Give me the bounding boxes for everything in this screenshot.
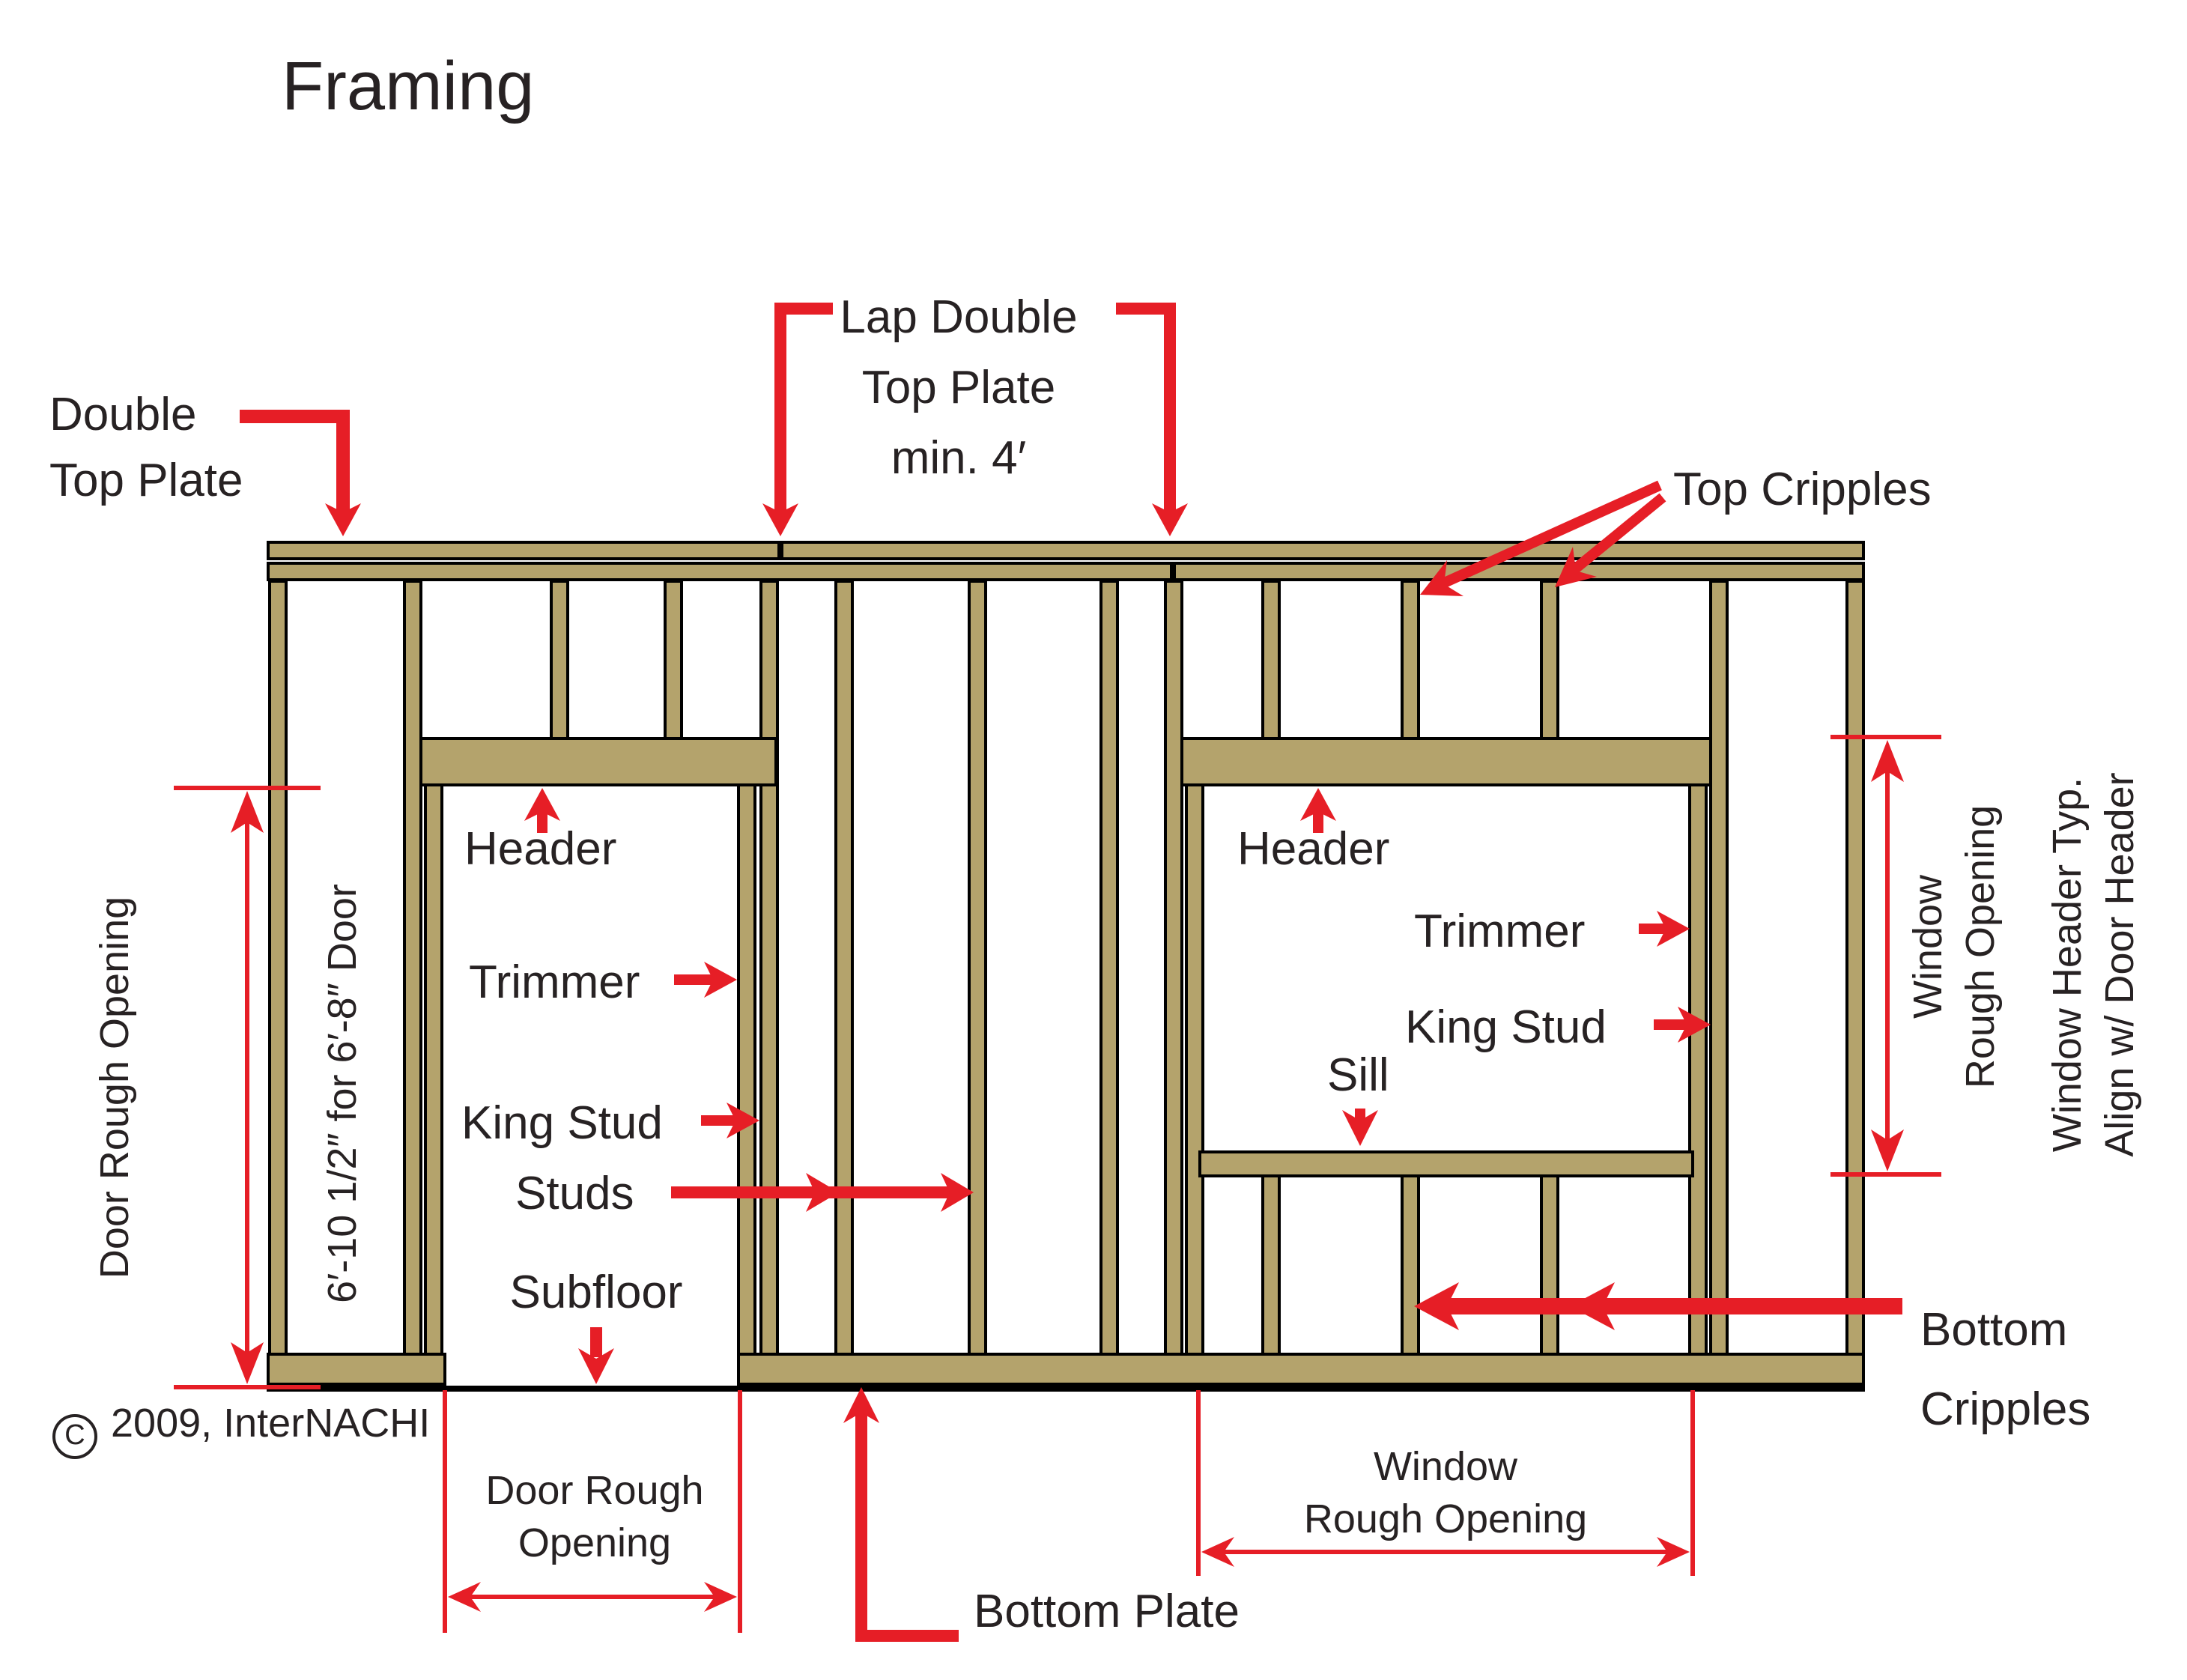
subfloor-line [267, 1386, 1865, 1392]
top-cripples-label: Top Cripples [1673, 463, 1932, 515]
window-header-note: Window Header Typ. Align w/ Door Header [2044, 772, 2142, 1157]
door-header [419, 737, 777, 786]
door-trimmer-label: Trimmer [469, 956, 640, 1008]
window-trimmer-label: Trimmer [1414, 905, 1586, 957]
window-header [1180, 737, 1712, 786]
door-rough-opening-side-label: Door Rough Opening [91, 896, 137, 1279]
door-top-cripple [550, 580, 569, 740]
top-plate-upper [267, 541, 1865, 560]
end-stud-left [268, 580, 288, 1356]
top-plate-upper-lap-seam [777, 541, 783, 560]
copyright-symbol: C [52, 1414, 97, 1460]
studs-arrow [671, 1173, 974, 1212]
window-king-stud-label: King Stud [1405, 1001, 1607, 1053]
window-bottom-cripple [1401, 1174, 1420, 1356]
window-bottom-cripple [1261, 1174, 1281, 1356]
door-size-note: 6′-10 1/2″ for 6′-8″ Door [319, 884, 365, 1303]
door-trimmer-arrow [674, 962, 737, 998]
stud [968, 580, 987, 1356]
window-king-stud-right [1709, 580, 1729, 1356]
window-top-cripple [1401, 580, 1420, 740]
stud [1099, 580, 1119, 1356]
window-bottom-cripple [1540, 1174, 1559, 1356]
door-top-cripple [664, 580, 683, 740]
bottom-plate-left [267, 1353, 446, 1386]
window-header-label: Header [1237, 822, 1390, 875]
subfloor-arrow [578, 1327, 614, 1384]
double-top-plate-arrow [240, 410, 361, 536]
sill-arrow [1342, 1109, 1378, 1146]
window-top-cripple [1540, 580, 1559, 740]
window-top-cripple [1261, 580, 1281, 740]
stud [834, 580, 854, 1356]
door-king-stud-left [403, 580, 422, 1356]
top-plate-lower-lap-seam [1170, 562, 1176, 581]
window-rough-opening-bottom-label: Window Rough Opening [1303, 1444, 1588, 1542]
double-top-plate-label: Double Top Plate [49, 388, 243, 507]
bottom-plate-arrow [843, 1387, 959, 1642]
subfloor-label: Subfloor [509, 1266, 683, 1318]
door-header-label: Header [464, 822, 617, 875]
window-sill [1198, 1150, 1694, 1177]
door-king-stud-right [759, 580, 779, 1356]
bottom-plate-right [737, 1353, 1865, 1386]
top-plate-lower [267, 562, 1865, 581]
door-king-stud-label: King Stud [461, 1097, 663, 1149]
window-king-stud-left [1164, 580, 1183, 1356]
door-rough-opening-bottom-label: Door Rough Opening [485, 1468, 704, 1566]
door-trimmer-right [737, 783, 756, 1356]
window-trimmer-right [1688, 783, 1708, 1356]
studs-label: Studs [515, 1167, 634, 1219]
window-rough-opening-side-label: Window Rough Opening [1905, 804, 2003, 1089]
bottom-cripples-arrow [1414, 1282, 1902, 1330]
bottom-cripples-label: Bottom Cripples [1920, 1303, 2091, 1435]
door-trimmer-left [424, 783, 443, 1356]
lap-double-top-plate-label: Lap Double Top Plate min. 4′ [840, 291, 1078, 485]
page-title: Framing [282, 46, 535, 124]
bottom-plate-label: Bottom Plate [974, 1585, 1240, 1637]
sill-label: Sill [1327, 1049, 1389, 1101]
window-trimmer-left [1185, 783, 1204, 1356]
window-trimmer-arrow [1639, 911, 1690, 947]
end-stud-right [1845, 580, 1865, 1356]
door-rough-opening-dimension [174, 786, 321, 1389]
